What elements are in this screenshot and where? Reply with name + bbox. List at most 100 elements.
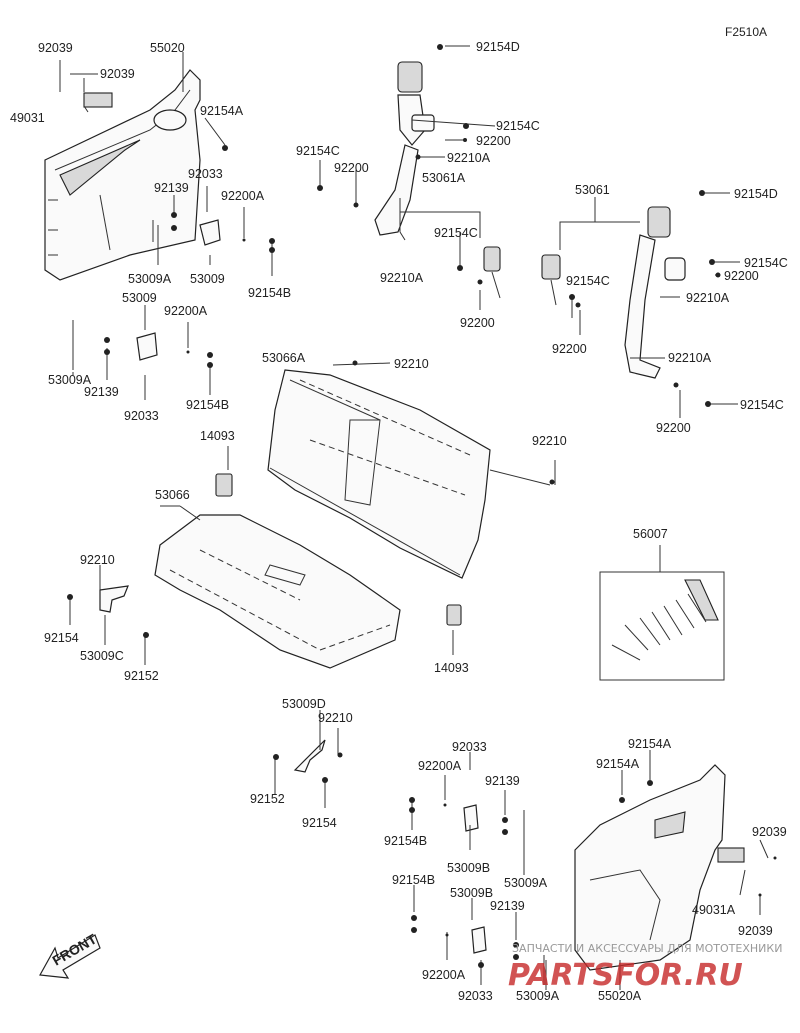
callout-92200[interactable]: 92200: [476, 134, 511, 148]
callout-92154c[interactable]: 92154C: [496, 119, 540, 133]
tool-kit-56007[interactable]: [599, 571, 725, 681]
callout-92033[interactable]: 92033: [124, 409, 159, 423]
callout-92154[interactable]: 92154: [44, 631, 79, 645]
bracket-53009b-upper[interactable]: [463, 804, 479, 832]
bracket-53009-lower[interactable]: [136, 332, 158, 361]
callout-49031a[interactable]: 49031A: [692, 903, 736, 917]
callout-92154[interactable]: 92154: [302, 816, 337, 830]
callout-53009b[interactable]: 53009B: [450, 886, 493, 900]
callout-53009a[interactable]: 53009A: [128, 272, 172, 286]
callout-92154b[interactable]: 92154B: [248, 286, 291, 300]
callout-92039[interactable]: 92039: [38, 41, 73, 55]
callout-53061[interactable]: 53061: [575, 183, 610, 197]
callout-53066[interactable]: 53066: [155, 488, 190, 502]
callout-92210[interactable]: 92210: [318, 711, 353, 725]
seat-belt-53061[interactable]: [624, 206, 686, 379]
callout-92154c[interactable]: 92154C: [744, 256, 788, 270]
callout-92200[interactable]: 92200: [552, 342, 587, 356]
callout-92210a[interactable]: 92210A: [686, 291, 730, 305]
callout-92039[interactable]: 92039: [752, 825, 787, 839]
callout-92154c[interactable]: 92154C: [296, 144, 340, 158]
bracket-53009d[interactable]: [293, 739, 326, 773]
callout-92033[interactable]: 92033: [188, 167, 223, 181]
callout-92210a[interactable]: 92210A: [668, 351, 712, 365]
callout-92152[interactable]: 92152: [124, 669, 159, 683]
callout-53009d[interactable]: 53009D: [282, 697, 326, 711]
callout-92154a[interactable]: 92154A: [596, 757, 640, 771]
callout-92200a[interactable]: 92200A: [422, 968, 466, 982]
callout-14093[interactable]: 14093: [434, 661, 469, 675]
clip-49031a[interactable]: [717, 847, 745, 863]
callout-92210[interactable]: 92210: [80, 553, 115, 567]
callout-92154d[interactable]: 92154D: [734, 187, 778, 201]
callout-53009[interactable]: 53009: [190, 272, 225, 286]
bracket-53009-upper[interactable]: [199, 219, 221, 246]
buckle-53061[interactable]: [541, 254, 561, 306]
callout-92200[interactable]: 92200: [460, 316, 495, 330]
callout-49031[interactable]: 49031: [10, 111, 45, 125]
callout-53009b[interactable]: 53009B: [447, 861, 490, 875]
callout-92154b[interactable]: 92154B: [384, 834, 427, 848]
callout-92154d[interactable]: 92154D: [476, 40, 520, 54]
seat-belt-53061a[interactable]: [374, 61, 435, 236]
callout-92139[interactable]: 92139: [154, 181, 189, 195]
seat-cushion-53066[interactable]: [154, 514, 401, 669]
leader-lines: [59, 45, 769, 990]
callout-92154c[interactable]: 92154C: [740, 398, 784, 412]
callout-56007[interactable]: 56007: [633, 527, 668, 541]
front-arrow: FRONT: [39, 930, 101, 979]
callout-53066a[interactable]: 53066A: [262, 351, 306, 365]
callout-92139[interactable]: 92139: [485, 774, 520, 788]
callout-92139[interactable]: 92139: [490, 899, 525, 913]
callout-92039[interactable]: 92039: [100, 67, 135, 81]
callout-92200[interactable]: 92200: [656, 421, 691, 435]
callout-55020[interactable]: 55020: [150, 41, 185, 55]
watermark: ЗАПЧАСТИ И АКСЕССУАРЫ ДЛЯ МОТОТЕХНИКИ PA…: [508, 942, 782, 993]
callout-92154c[interactable]: 92154C: [434, 226, 478, 240]
clip-49031[interactable]: [83, 92, 113, 108]
fasteners: [67, 44, 777, 968]
watermark-logo: PARTSFOR.RU: [508, 958, 743, 993]
callout-53009a[interactable]: 53009A: [48, 373, 92, 387]
callout-92210[interactable]: 92210: [394, 357, 429, 371]
callout-53009c[interactable]: 53009C: [80, 649, 124, 663]
bolts-left: [72, 220, 154, 370]
callout-53061a[interactable]: 53061A: [422, 171, 466, 185]
buckle-53061a[interactable]: [483, 246, 501, 299]
callout-55020a[interactable]: 55020A: [598, 989, 642, 1003]
callout-92200[interactable]: 92200: [724, 269, 759, 283]
seat-back-53066a[interactable]: [267, 369, 491, 579]
callout-92200a[interactable]: 92200A: [221, 189, 265, 203]
callout-92154b[interactable]: 92154B: [186, 398, 229, 412]
callout-92154a[interactable]: 92154A: [628, 737, 672, 751]
callout-92200a[interactable]: 92200A: [418, 759, 462, 773]
bolts-right: [523, 810, 545, 985]
callout-92152[interactable]: 92152: [250, 792, 285, 806]
callout-53009a[interactable]: 53009A: [504, 876, 548, 890]
bracket-53009b-lower[interactable]: [471, 926, 487, 954]
callout-92200a[interactable]: 92200A: [164, 304, 208, 318]
left-side-panel[interactable]: [44, 69, 201, 281]
pad-14093-upper[interactable]: [215, 473, 233, 497]
callout-92210a[interactable]: 92210A: [380, 271, 424, 285]
watermark-tagline: ЗАПЧАСТИ И АКСЕССУАРЫ ДЛЯ МОТОТЕХНИКИ: [512, 942, 782, 955]
callout-53009a[interactable]: 53009A: [516, 989, 560, 1003]
callout-92139[interactable]: 92139: [84, 385, 119, 399]
bracket-53009c[interactable]: [99, 585, 129, 613]
figure-code: F2510A: [725, 25, 767, 39]
callout-92033[interactable]: 92033: [452, 740, 487, 754]
pad-14093-lower[interactable]: [446, 604, 462, 626]
callout-14093[interactable]: 14093: [200, 429, 235, 443]
callout-92039[interactable]: 92039: [738, 924, 773, 938]
callout-92154a[interactable]: 92154A: [200, 104, 244, 118]
callout-92154b[interactable]: 92154B: [392, 873, 435, 887]
right-side-panel[interactable]: [574, 764, 726, 971]
callout-92210a[interactable]: 92210A: [447, 151, 491, 165]
callout-53009[interactable]: 53009: [122, 291, 157, 305]
callout-92200[interactable]: 92200: [334, 161, 369, 175]
callout-92033[interactable]: 92033: [458, 989, 493, 1003]
callout-92154c[interactable]: 92154C: [566, 274, 610, 288]
callout-92210[interactable]: 92210: [532, 434, 567, 448]
